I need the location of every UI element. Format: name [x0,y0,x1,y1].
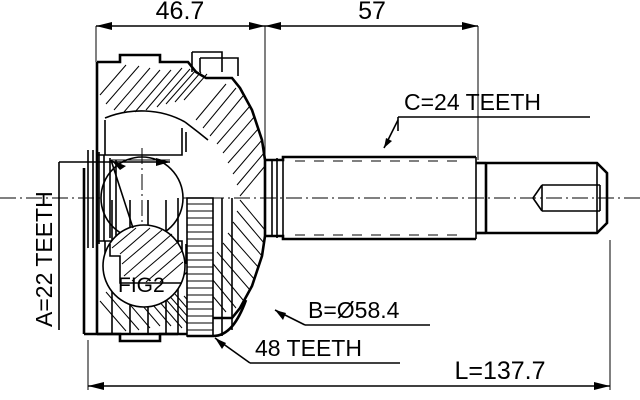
dimension-overall-length: L=137.7 [87,240,611,390]
callout-a-22-teeth-label: A=22 TEETH [31,191,57,327]
callout-b-diameter-label: B=Ø58.4 [308,297,400,323]
callout-a-22-teeth: A=22 TEETH [31,158,170,330]
dimension-57-label: 57 [358,0,386,25]
abs-tone-ring [186,197,233,338]
dimension-46-7: 46.7 [95,0,266,160]
callout-48-teeth-label: 48 TEETH [255,335,362,361]
fig2-label: FIG2 [118,274,165,297]
callout-c-24-teeth: C=24 TEETH [383,89,590,149]
callout-c-24-teeth-label: C=24 TEETH [404,89,541,115]
dimension-57: 57 [265,0,479,160]
detail-bubble-fig2: FIG2 [102,224,186,308]
fig2-leader [110,159,170,229]
dimension-overall-length-label: L=137.7 [454,357,545,385]
callout-b-diameter: B=Ø58.4 [274,297,430,326]
joint-housing-section [95,51,267,343]
callout-48-teeth: 48 TEETH [214,335,400,364]
boot-seat-fillet [212,299,248,338]
inner-race-spline-stack [87,150,117,248]
stub-shaft [265,155,609,241]
dimension-46-7-label: 46.7 [156,0,205,25]
